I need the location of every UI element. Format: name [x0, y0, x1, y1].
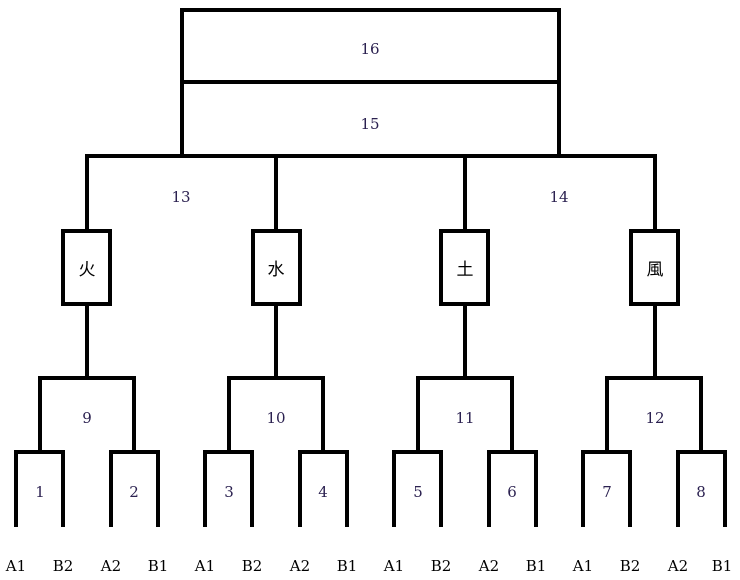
entry-bracket [298, 450, 349, 527]
entry-bracket [487, 450, 538, 527]
group-label-fire: 火 [79, 260, 96, 280]
group-label-water: 水 [268, 260, 285, 280]
group-box-fire [61, 229, 112, 306]
seed-label: B2 [431, 557, 452, 575]
entry-bracket [109, 450, 160, 527]
quarterfinal-bracket-right [463, 154, 657, 232]
entry-match-number: 3 [224, 483, 234, 501]
group-label-earth: 土 [457, 260, 474, 280]
seed-label: B1 [712, 557, 733, 575]
group-label-wind: 風 [647, 260, 664, 280]
seed-label: B1 [148, 557, 169, 575]
quarterfinal-bracket-left [85, 154, 278, 232]
final-match-box [180, 8, 561, 84]
entry-match-number: 4 [318, 483, 328, 501]
entry-bracket [581, 450, 632, 527]
seed-label: B2 [242, 557, 263, 575]
round1-match-number: 10 [266, 409, 285, 427]
semifinal-match-number: 15 [360, 115, 379, 133]
entry-bracket [203, 450, 254, 527]
round1-match-number: 9 [82, 409, 92, 427]
quarterfinal-match-number: 14 [549, 188, 568, 206]
entry-bracket [392, 450, 443, 527]
seed-label: A2 [478, 557, 499, 575]
entry-match-number: 7 [602, 483, 612, 501]
seed-label: B1 [337, 557, 358, 575]
seed-label: A1 [194, 557, 215, 575]
seed-label: B2 [620, 557, 641, 575]
round1-bracket [605, 376, 703, 454]
entry-match-number: 5 [413, 483, 423, 501]
seed-label: A1 [383, 557, 404, 575]
entry-bracket [676, 450, 727, 527]
final-match-number: 16 [360, 40, 379, 58]
round1-match-number: 12 [645, 409, 664, 427]
seed-label: B2 [53, 557, 74, 575]
entry-bracket [14, 450, 65, 527]
round1-bracket [227, 376, 325, 454]
seed-label: A2 [667, 557, 688, 575]
entry-match-number: 1 [35, 483, 45, 501]
seed-label: A2 [289, 557, 310, 575]
entry-match-number: 6 [507, 483, 517, 501]
seed-label: B1 [526, 557, 547, 575]
entry-match-number: 8 [696, 483, 706, 501]
round1-bracket [38, 376, 136, 454]
quarterfinal-match-number: 13 [171, 188, 190, 206]
group-box-water [251, 229, 302, 306]
seed-label: A2 [100, 557, 121, 575]
entry-match-number: 2 [129, 483, 139, 501]
round1-bracket [416, 376, 514, 454]
seed-label: A1 [5, 557, 26, 575]
seed-label: A1 [572, 557, 593, 575]
round1-match-number: 11 [455, 409, 474, 427]
semifinal-bracket [180, 80, 561, 158]
